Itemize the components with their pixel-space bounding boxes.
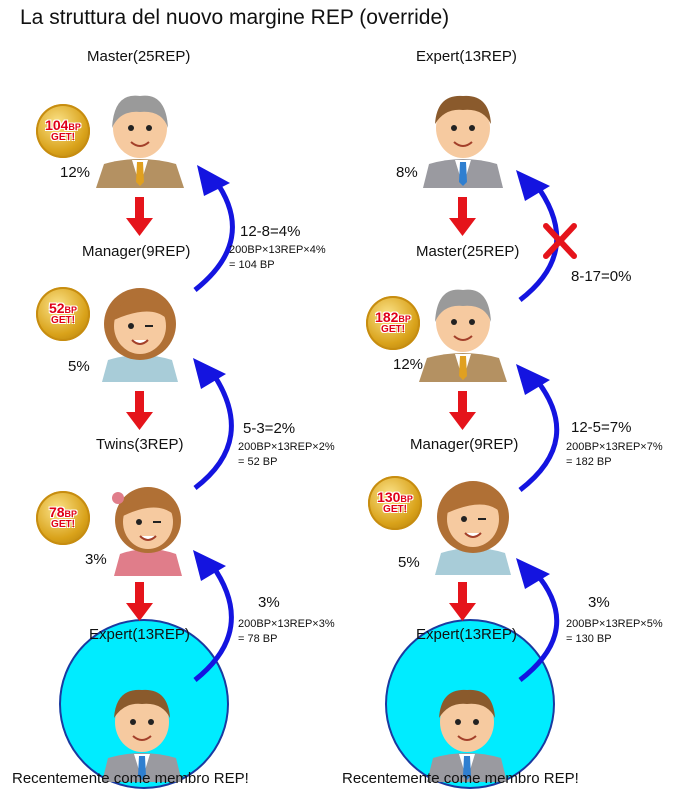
new-member-caption: Recentemente come membro REP!	[12, 770, 249, 787]
percent-label: 12%	[393, 356, 424, 373]
master-figure	[418, 288, 508, 383]
manager-figure	[101, 287, 179, 383]
curved-up-arrow-icon	[516, 558, 560, 682]
percent-label: 12%	[60, 164, 91, 181]
new-member-caption: Recentemente come membro REP!	[342, 770, 579, 787]
calc-formula: 200BP×13REP×3%	[238, 618, 335, 630]
role-label: Twins(3REP)	[96, 436, 184, 453]
down-arrow-icon	[126, 582, 153, 621]
calc-result: = 104 BP	[229, 259, 275, 271]
twins-figure	[111, 486, 183, 577]
curved-up-arrow-icon	[193, 165, 235, 292]
expert-figure	[426, 688, 508, 783]
bp-badge: 104BP GET!	[36, 104, 90, 158]
down-arrow-icon	[449, 197, 476, 236]
calc-result: = 52 BP	[238, 456, 278, 468]
role-label: Expert(13REP)	[89, 626, 190, 643]
calc-result: = 130 BP	[566, 633, 612, 645]
curved-up-arrow-icon	[193, 358, 234, 490]
calc-formula: 200BP×13REP×2%	[238, 441, 335, 453]
curved-up-arrow-icon	[516, 364, 560, 492]
role-label: Expert(13REP)	[416, 48, 517, 65]
calc-formula: 200BP×13REP×4%	[229, 244, 326, 256]
master-figure	[95, 94, 185, 189]
calc-result: = 182 BP	[566, 456, 612, 468]
down-arrow-icon	[126, 391, 153, 430]
page-title: La struttura del nuovo margine REP (over…	[20, 6, 450, 29]
calc-result: = 78 BP	[238, 633, 278, 645]
manager-figure	[434, 480, 512, 576]
calc-head: 12-8=4%	[240, 223, 301, 240]
role-label: Manager(9REP)	[82, 243, 191, 260]
curved-up-arrow-icon	[193, 550, 234, 682]
cross-icon	[543, 223, 577, 259]
calc-formula: 200BP×13REP×5%	[566, 618, 663, 630]
role-label: Expert(13REP)	[416, 626, 517, 643]
percent-label: 5%	[398, 554, 420, 571]
calc-head: 5-3=2%	[243, 420, 296, 437]
calc-head: 3%	[588, 594, 610, 611]
expert-figure	[422, 94, 504, 189]
down-arrow-icon	[126, 197, 153, 236]
percent-label: 3%	[85, 551, 107, 568]
calc-head: 8-17=0%	[571, 268, 632, 285]
down-arrow-icon	[449, 582, 476, 621]
bp-badge: 182BP GET!	[366, 296, 420, 350]
percent-label: 5%	[68, 358, 90, 375]
bp-badge: 130BP GET!	[368, 476, 422, 530]
bp-badge: 52BP GET!	[36, 287, 90, 341]
calc-head: 12-5=7%	[571, 419, 632, 436]
calc-formula: 200BP×13REP×7%	[566, 441, 663, 453]
role-label: Manager(9REP)	[410, 436, 519, 453]
role-label: Master(25REP)	[416, 243, 520, 260]
bp-badge: 78BP GET!	[36, 491, 90, 545]
down-arrow-icon	[449, 391, 476, 430]
calc-head: 3%	[258, 594, 280, 611]
role-label: Master(25REP)	[87, 48, 191, 65]
percent-label: 8%	[396, 164, 418, 181]
expert-figure	[101, 688, 183, 783]
